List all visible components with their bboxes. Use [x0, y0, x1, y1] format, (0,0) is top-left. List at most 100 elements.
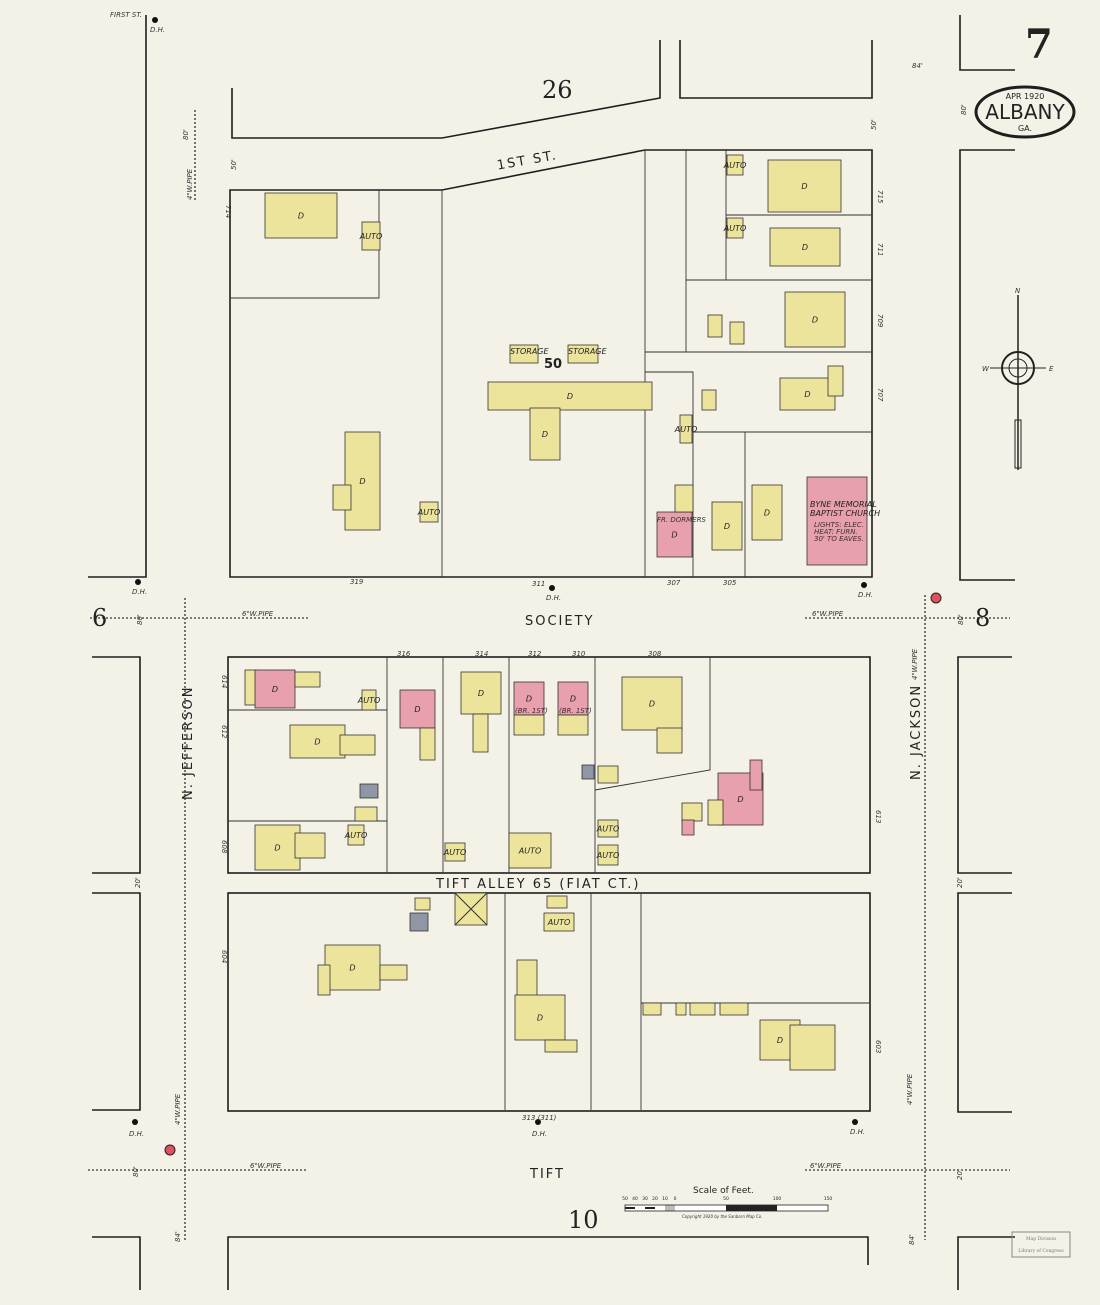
dwelling-footprint[interactable]: [254, 669, 296, 709]
svg-text:80': 80': [136, 614, 144, 625]
outbuilding-footprint[interactable]: [701, 389, 717, 411]
outbuilding-footprint[interactable]: [513, 714, 545, 736]
byne-memorial-baptist-church[interactable]: BYNE MEMORIAL BAPTIST CHURCH LIGHTS: ELE…: [806, 476, 880, 566]
dwelling-label: D: [812, 316, 818, 325]
outbuilding-footprint[interactable]: [581, 764, 595, 780]
dwelling-footprint[interactable]: [344, 431, 381, 531]
garage-footprint[interactable]: [419, 501, 439, 523]
fr-dormers-label: FR. DORMERS: [657, 516, 706, 524]
dwelling-footprint[interactable]: [399, 689, 436, 729]
storage-label: STORAGE: [568, 347, 607, 356]
auto-label: AUTO: [723, 161, 747, 170]
auto-label: AUTO: [357, 696, 381, 705]
outbuilding-footprint[interactable]: [642, 1002, 662, 1016]
adjacent-sheet-bottom[interactable]: 10: [568, 1206, 599, 1234]
outbuilding-footprint[interactable]: [567, 344, 599, 364]
outbuilding-footprint[interactable]: [546, 895, 568, 909]
dh-label: D.H.: [546, 594, 561, 602]
garage-footprint[interactable]: [361, 221, 381, 251]
dwelling-footprint[interactable]: [487, 381, 653, 411]
outbuilding-footprint[interactable]: [332, 484, 352, 511]
outbuilding-footprint[interactable]: [675, 1002, 687, 1016]
outbuilding-footprint[interactable]: [354, 806, 378, 822]
pipe-label: 6"W.PIPE: [250, 1162, 282, 1170]
outbuilding-footprint[interactable]: [294, 671, 321, 688]
adjacent-sheet-left[interactable]: 6: [92, 604, 107, 632]
dwelling-label: D: [298, 212, 304, 221]
dwelling-footprint[interactable]: [656, 511, 693, 558]
garage-footprint[interactable]: [726, 217, 744, 239]
auto-label: AUTO: [547, 918, 571, 927]
garage-footprint[interactable]: [361, 689, 377, 711]
page-number: 7: [1025, 21, 1053, 68]
outbuilding-footprint[interactable]: [414, 897, 431, 911]
street-label-tift-alley: TIFT ALLEY 65 (FIAT CT.): [435, 877, 640, 892]
outbuilding-footprint[interactable]: [379, 964, 408, 981]
outbuilding-footprint[interactable]: [656, 727, 683, 754]
outbuilding-footprint[interactable]: [317, 964, 331, 996]
garage-footprint[interactable]: [679, 414, 693, 444]
dwelling-footprint[interactable]: [324, 944, 381, 991]
outbuilding-footprint[interactable]: [729, 321, 745, 345]
outbuilding-footprint[interactable]: [409, 912, 429, 932]
dwelling-footprint[interactable]: [779, 377, 836, 411]
dwelling-footprint[interactable]: [264, 192, 338, 239]
auto-label: AUTO: [417, 508, 441, 517]
title-cartouche: APR 1920 ALBANY GA.: [974, 85, 1076, 139]
outbuilding-footprint[interactable]: [359, 783, 379, 799]
church-note3: 30' TO EAVES.: [814, 535, 864, 543]
outbuilding-footprint[interactable]: [472, 713, 489, 753]
dwelling-label: D: [802, 243, 808, 252]
street-widths: 80' 50' 50' 84' 80' 80' 80' 20' 20' 80' …: [132, 62, 968, 1245]
dwelling-footprint[interactable]: [621, 676, 683, 731]
garage-footprint[interactable]: [444, 842, 466, 862]
outbuilding-footprint[interactable]: [674, 484, 694, 513]
svg-text:307: 307: [667, 579, 681, 587]
svg-text:20': 20': [956, 877, 964, 888]
outbuilding-footprint[interactable]: [789, 1024, 836, 1071]
outbuilding-footprint[interactable]: [827, 365, 844, 397]
adjacent-sheet-right[interactable]: 8: [975, 604, 990, 632]
dwelling-footprint[interactable]: [767, 159, 842, 213]
outbuilding-footprint[interactable]: [707, 314, 723, 338]
outbuilding-footprint[interactable]: [681, 819, 695, 836]
svg-text:711: 711: [876, 243, 884, 256]
outbuilding-footprint[interactable]: [681, 802, 703, 822]
garage-footprint[interactable]: [508, 832, 552, 869]
outbuilding-footprint[interactable]: [689, 1002, 716, 1016]
outbuilding-footprint[interactable]: [339, 734, 376, 756]
outbuilding-footprint[interactable]: [707, 799, 724, 826]
garage-footprint[interactable]: [543, 912, 575, 932]
outbuilding-footprint[interactable]: [719, 1002, 749, 1016]
svg-text:20': 20': [956, 1169, 964, 1180]
svg-text:714: 714: [224, 205, 232, 218]
outbuilding-footprint[interactable]: [544, 1039, 578, 1053]
dwelling-footprint[interactable]: [711, 501, 743, 551]
dwelling-footprint[interactable]: [254, 824, 301, 871]
garage-footprint[interactable]: [597, 819, 619, 838]
outbuilding-footprint[interactable]: [419, 727, 436, 761]
outbuilding-footprint[interactable]: [509, 344, 539, 364]
outbuilding-footprint[interactable]: [516, 959, 538, 1001]
brick-first-label: (BR. 1ST): [515, 707, 548, 715]
outbuilding-footprint[interactable]: [557, 714, 589, 736]
dwelling-footprint[interactable]: [751, 484, 783, 541]
garage-footprint[interactable]: [726, 154, 744, 176]
outbuilding-footprint[interactable]: [749, 759, 763, 791]
dwelling-footprint[interactable]: [460, 671, 502, 715]
dwelling-footprint[interactable]: [514, 994, 566, 1041]
adjacent-sheet-top[interactable]: 26: [542, 76, 573, 104]
title-date: APR 1920: [1006, 92, 1045, 101]
svg-text:314: 314: [475, 650, 488, 658]
pipe-label: 6"W.PIPE: [810, 1162, 842, 1170]
outbuilding-footprint[interactable]: [597, 765, 619, 784]
garage-footprint[interactable]: [597, 844, 619, 866]
dwelling-footprint[interactable]: [784, 291, 846, 348]
outbuilding-footprint[interactable]: [294, 832, 326, 859]
scale-tick-label: 10: [662, 1196, 668, 1202]
garage-footprint[interactable]: [347, 824, 365, 846]
dwelling-footprint[interactable]: [529, 407, 561, 461]
dwelling-label: D: [737, 795, 743, 804]
dwelling-footprint[interactable]: [769, 227, 841, 267]
